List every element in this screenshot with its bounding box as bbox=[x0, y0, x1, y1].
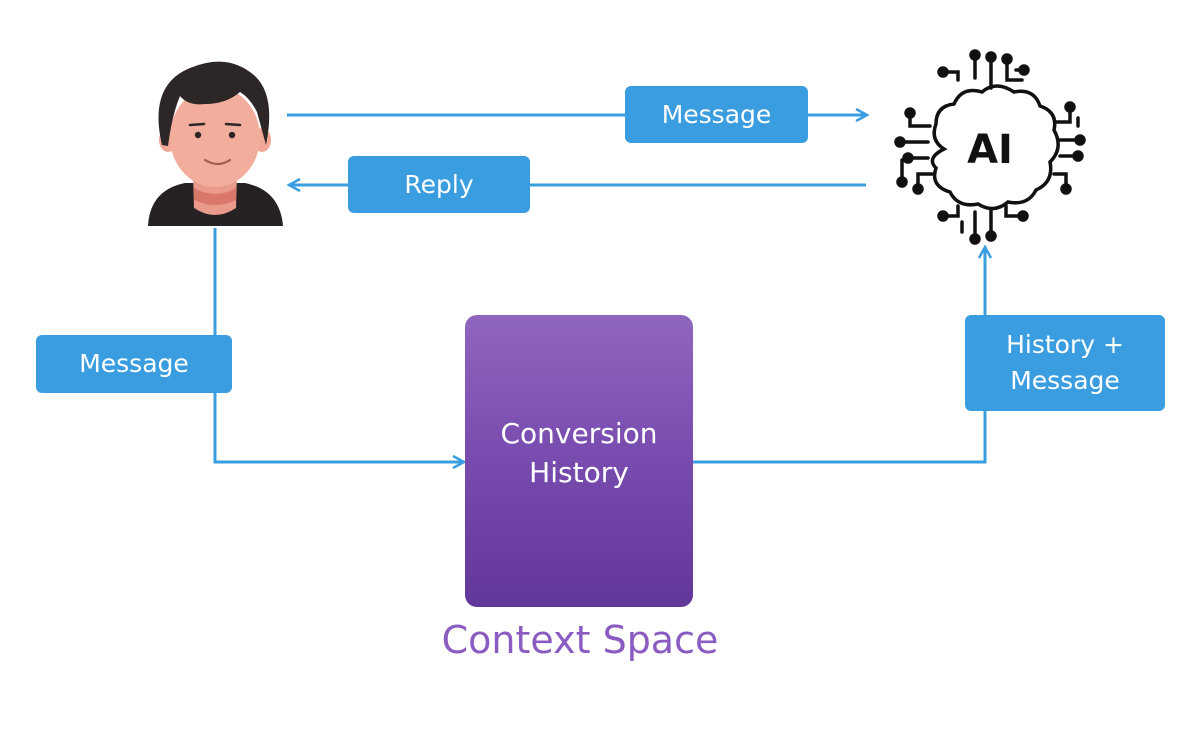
user-avatar-icon bbox=[148, 61, 283, 226]
message-label-top: Message bbox=[625, 86, 808, 143]
arrow-context-to-ai bbox=[693, 248, 985, 464]
context-space-caption: Context Space bbox=[441, 618, 719, 662]
reply-label: Reply bbox=[348, 156, 530, 213]
ai-chip-icon: AI bbox=[894, 49, 1086, 245]
ai-icon-label: AI bbox=[967, 127, 1013, 173]
conversion-history-box: Conversion History bbox=[465, 315, 693, 607]
arrow-user-to-context bbox=[213, 228, 463, 462]
history-message-label: History + Message bbox=[965, 315, 1165, 411]
message-label-left: Message bbox=[36, 335, 232, 393]
